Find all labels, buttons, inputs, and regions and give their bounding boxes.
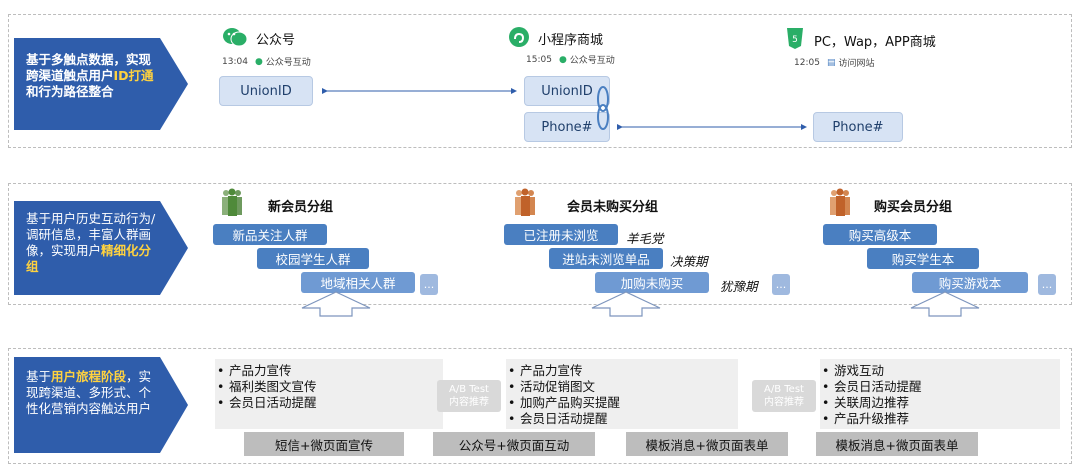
group-title-purchased: 购买会员分组 xyxy=(874,200,953,215)
people-icon xyxy=(222,188,242,216)
group-title-new-member: 新会员分组 xyxy=(268,200,334,215)
id-integration-panel xyxy=(8,14,1072,148)
channel-name: PC，Wap，APP商城 xyxy=(814,35,936,50)
content-item: 会员日活动提醒 xyxy=(820,379,1060,395)
more-button[interactable]: ... xyxy=(1038,274,1056,295)
link-arrows xyxy=(322,86,807,130)
channel-bar: 短信+微页面宣传 xyxy=(244,432,404,456)
channel-sub: 13:04●公众号互动 xyxy=(222,56,311,69)
people-icon xyxy=(830,188,850,216)
id-integration-arrow: 基于多触点数据，实现跨渠道触点用户ID打通和行为路径整合 xyxy=(14,38,188,130)
content-item: 会员日活动提醒 xyxy=(215,395,443,411)
content-item: 活动促销图文 xyxy=(506,379,738,395)
journey-panel xyxy=(8,348,1072,464)
segment-chip[interactable]: 已注册未浏览 xyxy=(504,224,618,245)
content-item: 关联周边推荐 xyxy=(820,395,1060,411)
content-item: 产品力宣传 xyxy=(215,363,443,379)
segment-chip[interactable]: 新品关注人群 xyxy=(213,224,327,245)
phone-tag-right: Phone# xyxy=(813,112,903,142)
content-box-2: 产品力宣传 活动促销图文 加购产品购买提醒 会员日活动提醒 xyxy=(506,359,738,429)
journey-text: 基于用户旅程阶段，实现跨渠道、多形式、个性化营销内容触达用户 xyxy=(26,369,152,416)
segmentation-panel xyxy=(8,183,1072,305)
segmentation-arrow: 基于用户历史互动行为/调研信息，丰富人群画像，实现用户精细化分组 xyxy=(14,201,188,295)
html5-icon: 5 xyxy=(787,28,803,49)
unionid-tag-mid: UnionID xyxy=(524,76,610,106)
segmentation-text: 基于用户历史互动行为/调研信息，丰富人群画像，实现用户精细化分组 xyxy=(26,211,156,274)
segment-chip[interactable]: 加购未购买 xyxy=(595,272,709,293)
group-title-unpurchased: 会员未购买分组 xyxy=(567,200,659,215)
channel-bar: 模板消息+微页面表单 xyxy=(816,432,978,456)
channel-bar: 模板消息+微页面表单 xyxy=(626,432,788,456)
mini-program-icon xyxy=(509,27,529,47)
content-box-3: 游戏互动 会员日活动提醒 关联周边推荐 产品升级推荐 xyxy=(820,359,1060,429)
id-integration-text: 基于多触点数据，实现跨渠道触点用户ID打通和行为路径整合 xyxy=(26,52,154,99)
segment-chip[interactable]: 购买学生本 xyxy=(867,248,979,269)
segment-chip[interactable]: 购买高级本 xyxy=(823,224,937,245)
segment-chip[interactable]: 进站未浏览单品 xyxy=(549,248,663,269)
svg-text:5: 5 xyxy=(792,35,798,45)
content-item: 游戏互动 xyxy=(820,363,1060,379)
content-item: 产品力宣传 xyxy=(506,363,738,379)
journey-arrow: 基于用户旅程阶段，实现跨渠道、多形式、个性化营销内容触达用户 xyxy=(14,357,188,453)
segment-chip[interactable]: 购买游戏本 xyxy=(912,272,1028,293)
up-arrows xyxy=(301,291,980,317)
channel-name: 小程序商城 xyxy=(538,33,604,48)
content-item: 福利类图文宣传 xyxy=(215,379,443,395)
phone-tag-mid: Phone# xyxy=(524,112,610,142)
people-icon xyxy=(515,188,535,216)
more-button[interactable]: ... xyxy=(420,274,438,295)
unionid-tag-left: UnionID xyxy=(219,76,313,106)
wechat-icon xyxy=(223,28,248,47)
segment-note: 羊毛党 xyxy=(626,231,664,246)
content-item: 产品升级推荐 xyxy=(820,411,1060,427)
segment-chip[interactable]: 校园学生人群 xyxy=(257,248,369,269)
channel-sub: 12:05▤访问网站 xyxy=(794,57,875,70)
content-item: 会员日活动提醒 xyxy=(506,411,738,427)
channel-name: 公众号 xyxy=(256,33,296,48)
segment-chip[interactable]: 地域相关人群 xyxy=(301,272,415,293)
segment-note: 决策期 xyxy=(670,254,708,269)
channel-sub: 15:05●公众号互动 xyxy=(526,54,615,67)
more-button[interactable]: ... xyxy=(772,274,790,295)
content-box-1: 产品力宣传 福利类图文宣传 会员日活动提醒 xyxy=(215,359,443,429)
content-item: 加购产品购买提醒 xyxy=(506,395,738,411)
segment-note: 犹豫期 xyxy=(720,279,758,294)
channel-bar: 公众号+微页面互动 xyxy=(433,432,595,456)
